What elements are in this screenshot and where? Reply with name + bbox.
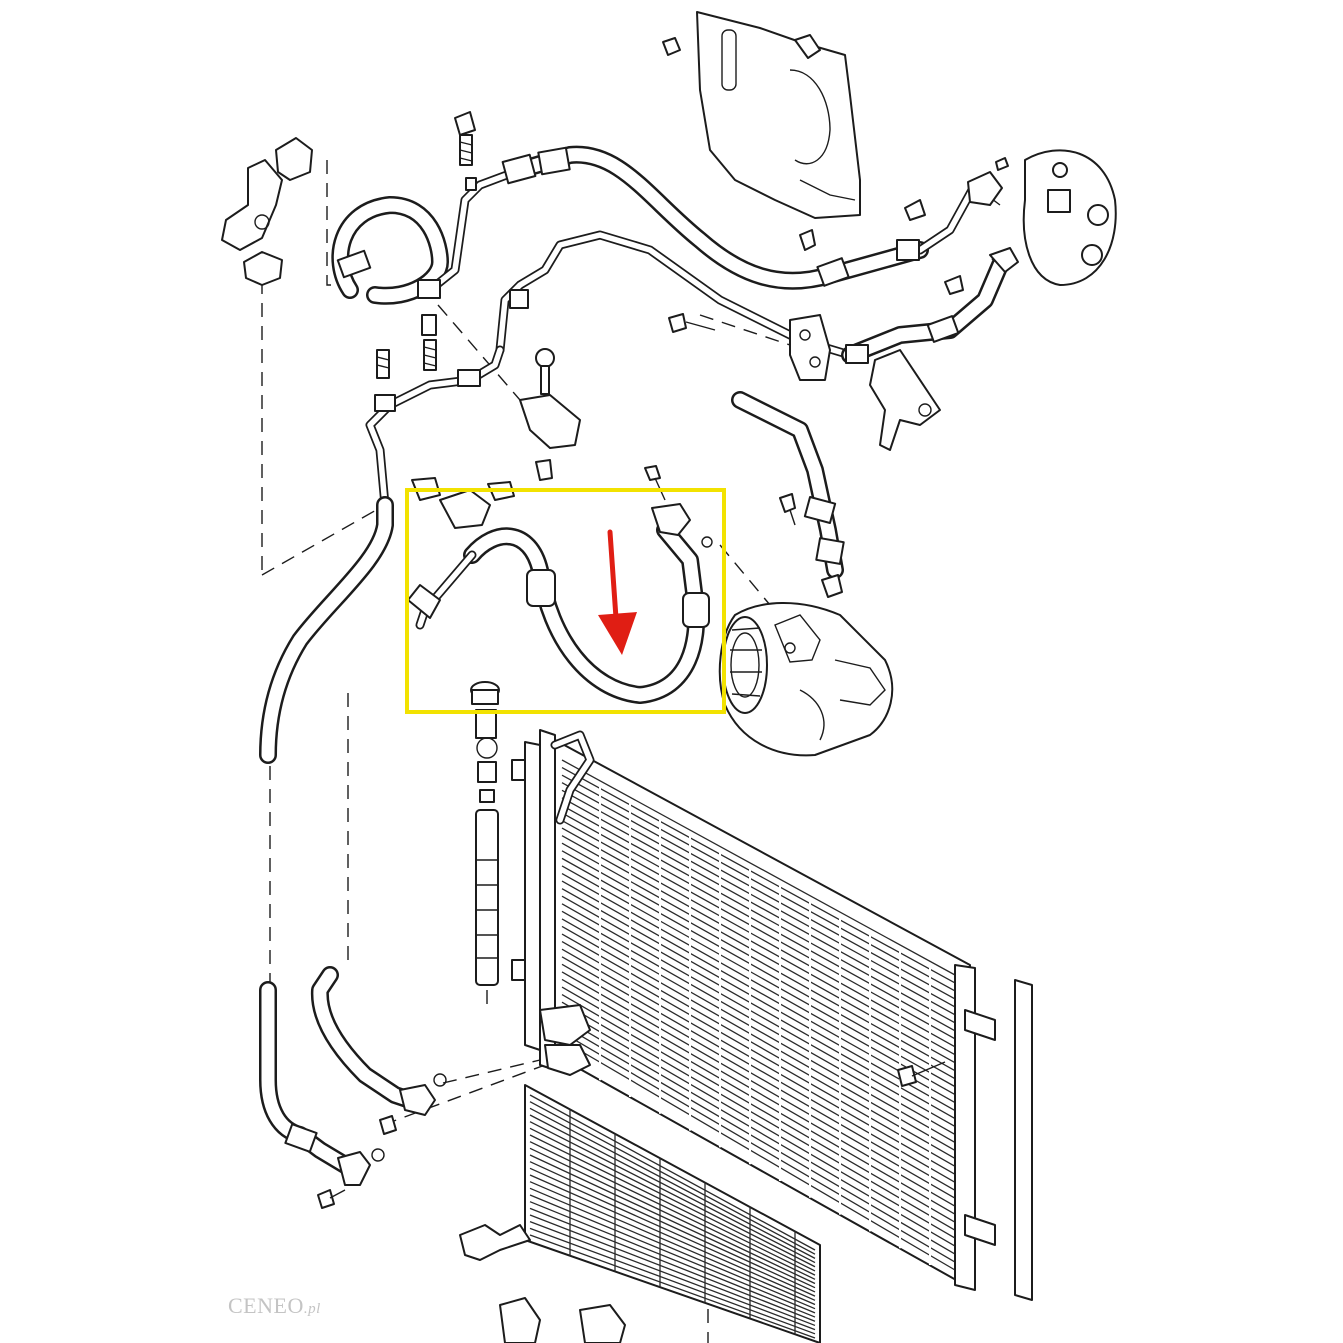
condenser-fin-line: [561, 850, 956, 1072]
condenser-fin-line: [561, 1009, 956, 1239]
grille-line: [529, 1114, 816, 1264]
evaporator-flange: [967, 149, 1117, 286]
condenser-fin-line: [561, 918, 956, 1143]
grille-line: [529, 1234, 816, 1339]
condenser-fin-line: [561, 1001, 956, 1231]
condenser-fin-line: [561, 941, 956, 1167]
grille-line: [529, 1107, 816, 1259]
highlight-box: [405, 488, 726, 714]
condenser-fin-line: [561, 872, 956, 1096]
condenser-fin-line: [561, 994, 956, 1223]
condenser-fin-line: [561, 1016, 956, 1247]
condenser-fin-line: [561, 782, 956, 1000]
grille-line: [529, 1187, 816, 1310]
condenser-fin-line: [561, 766, 956, 984]
condenser-fin-line: [561, 804, 956, 1024]
watermark-suffix: .pl: [303, 1301, 321, 1317]
grille-line: [529, 1141, 816, 1280]
grille-line: [529, 1181, 816, 1306]
condenser: [511, 729, 1033, 1301]
receiver-drier: [470, 681, 500, 986]
condenser-fin-line: [561, 910, 956, 1136]
grille-line: [529, 1194, 816, 1314]
condenser-fin-line: [561, 842, 956, 1064]
grille-line: [529, 1221, 816, 1331]
watermark-text: CENEO: [228, 1293, 304, 1318]
condenser-fin-line: [561, 827, 956, 1048]
condenser-fin-line: [561, 971, 956, 1199]
watermark: CENEO.pl: [228, 1293, 321, 1319]
grille-line: [529, 1214, 816, 1327]
red-arrow: [598, 529, 637, 655]
grille-line: [529, 1121, 816, 1268]
condenser-fin-line: [561, 903, 956, 1128]
condenser-fin-line: [561, 948, 956, 1175]
grille-line: [529, 1167, 816, 1297]
grille-line: [529, 1161, 816, 1293]
grille-line: [529, 1154, 816, 1289]
grille-line: [529, 1201, 816, 1318]
grille-line: [529, 1127, 816, 1272]
left-hoses: [259, 496, 447, 1209]
condenser-fin-line: [561, 933, 956, 1159]
fasteners: [376, 37, 1009, 526]
condenser-fin-line: [561, 857, 956, 1080]
grille-line: [529, 1174, 816, 1301]
highlighted-compressor-hose: [407, 477, 713, 704]
ac-compressor: [718, 574, 894, 757]
condenser-fin-line: [561, 925, 956, 1151]
grille-line: [529, 1134, 816, 1276]
condenser-fin-line: [561, 835, 956, 1056]
grille-line: [529, 1147, 816, 1285]
condenser-fin-line: [561, 1039, 956, 1271]
condenser-fin-line: [561, 978, 956, 1207]
condenser-fin-line: [561, 865, 956, 1088]
lower-grille: [459, 1061, 946, 1343]
condenser-fin-line: [561, 812, 956, 1032]
upper-refrigerant-lines: [331, 145, 1009, 579]
pipe-bracket-right: [789, 314, 941, 451]
condenser-fin-line: [561, 1024, 956, 1255]
mounting-bracket-left: [221, 137, 313, 286]
condenser-fin-line: [561, 963, 956, 1191]
grille-line: [529, 1207, 816, 1322]
condenser-fin-line: [561, 759, 956, 976]
condenser-fin-line: [561, 956, 956, 1183]
condenser-fin-line: [561, 895, 956, 1120]
condenser-fin-line: [561, 880, 956, 1104]
condenser-fin-line: [561, 819, 956, 1040]
condenser-fin-line: [561, 789, 956, 1008]
grille-line: [529, 1101, 816, 1255]
grille-line: [529, 1227, 816, 1335]
condenser-fin-line: [561, 1031, 956, 1263]
condenser-fin-line: [561, 774, 956, 992]
condenser-fin-line: [561, 986, 956, 1215]
condenser-fin-line: [561, 797, 956, 1016]
condenser-fins: [561, 759, 956, 1271]
heat-shield: [696, 11, 861, 219]
grille-line: [529, 1094, 816, 1251]
condenser-fin-line: [561, 888, 956, 1112]
